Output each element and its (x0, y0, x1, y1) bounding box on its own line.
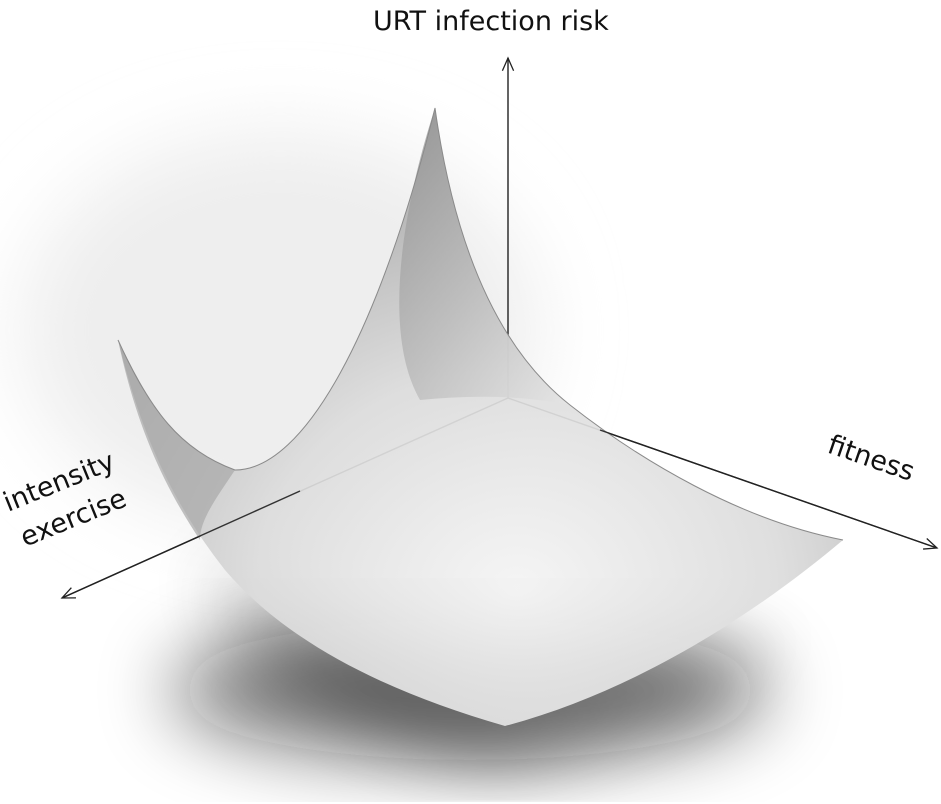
vertical-axis-label: URT infection risk (373, 6, 609, 37)
axes-front (61, 429, 938, 599)
risk-surface (117, 107, 844, 726)
surface-left-curl (118, 340, 235, 540)
surface-edge-line (117, 107, 844, 541)
fitness-axis-label: fitness (824, 429, 919, 487)
surface-back-wall (399, 108, 570, 405)
fitness-axis-front-segment (599, 429, 938, 549)
intensity-axis-front-segment (61, 490, 301, 599)
surface-front-face (118, 108, 843, 726)
